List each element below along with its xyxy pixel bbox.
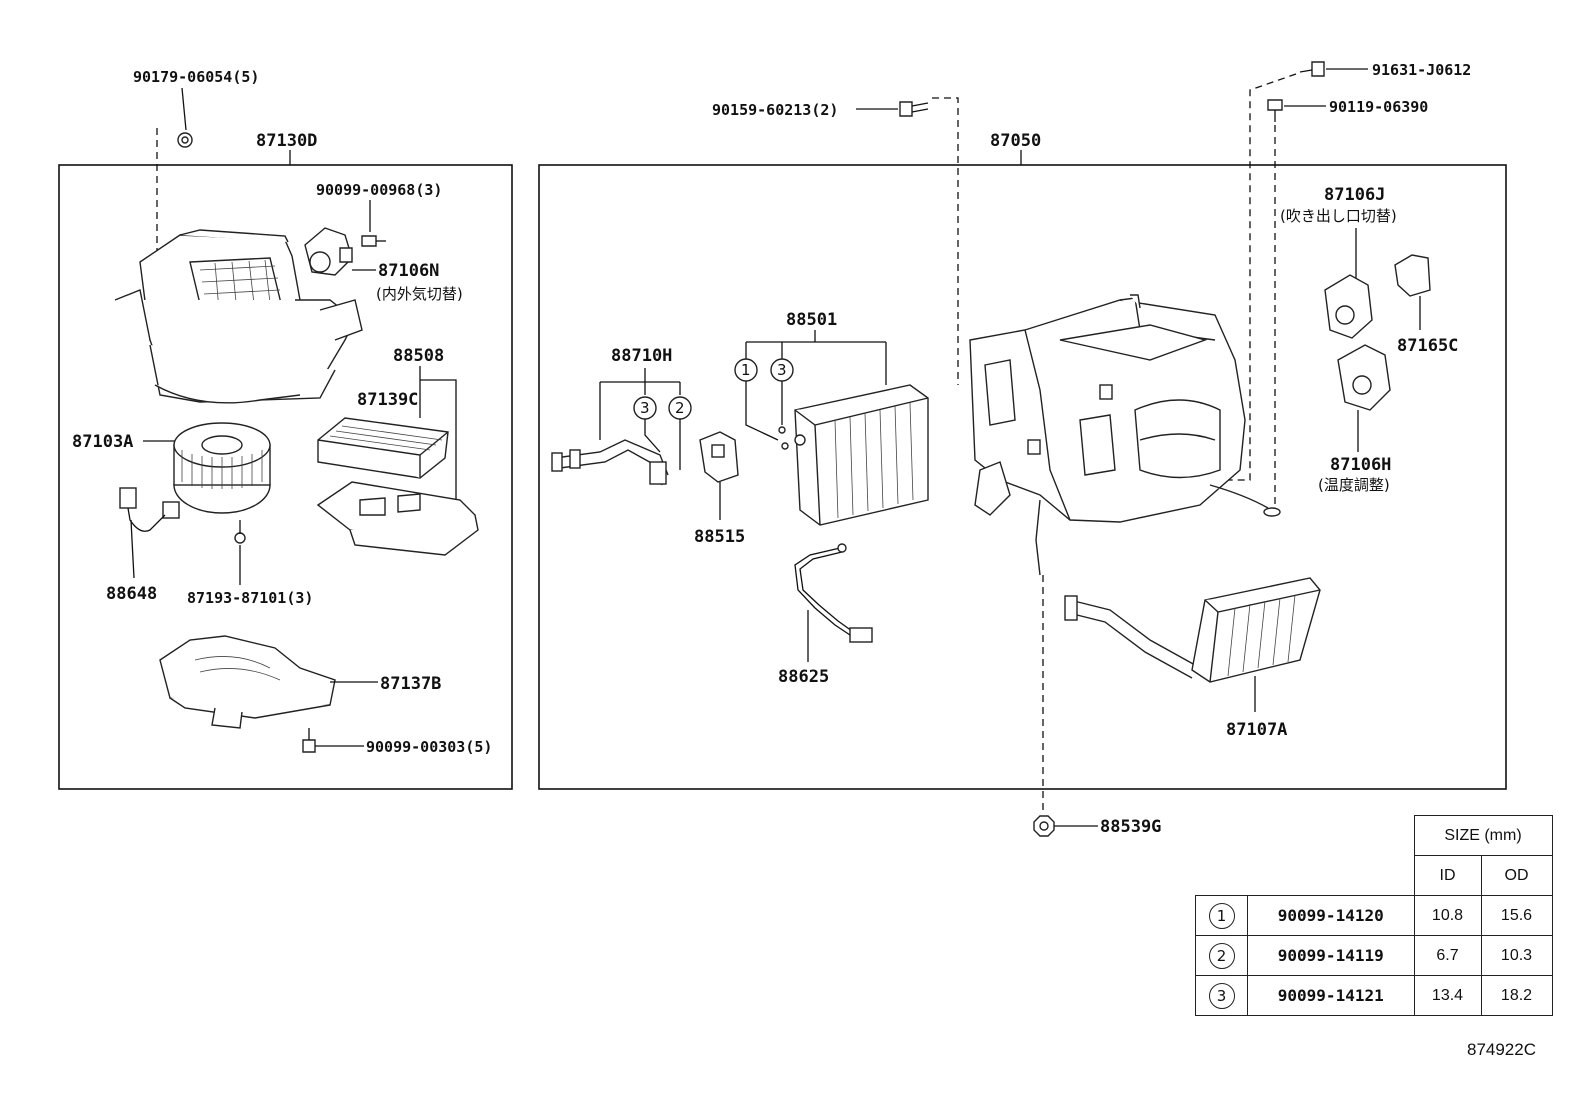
label-90159-60213: 90159-60213(2) [712, 101, 838, 119]
table-cell-od: 18.2 [1480, 975, 1553, 1016]
label-91631-J0612: 91631-J0612 [1372, 61, 1471, 79]
label-87106J: 87106J [1324, 185, 1385, 205]
screw-90159-60213 [899, 101, 929, 117]
svg-text:1: 1 [741, 361, 751, 379]
blower-motor-87103A [173, 422, 271, 514]
circle-ref-3-evaporator: 3 [770, 358, 794, 382]
table-cell-id: 6.7 [1413, 935, 1482, 976]
label-90099-00968: 90099-00968(3) [316, 181, 442, 199]
screw-91631-J0612 [1299, 61, 1325, 77]
air-filter-87139C [317, 417, 449, 479]
label-87106N: 87106N [378, 261, 439, 281]
screw-90099-00303 [302, 728, 316, 753]
label-88508: 88508 [393, 346, 444, 366]
circle-ref-3-table: 3 [1208, 982, 1235, 1009]
servo-motor-87106N [304, 227, 353, 276]
label-90119-06390: 90119-06390 [1329, 98, 1428, 116]
evaporator-88501 [794, 384, 929, 526]
illustration-reference-code: 874922C [1466, 1040, 1536, 1059]
label-87106H: 87106H [1330, 455, 1391, 475]
heater-core-87107A [1064, 577, 1321, 683]
table-cell-od: 15.6 [1480, 895, 1553, 936]
table-row: 2 90099-14119 6.7 10.3 [1195, 935, 1553, 976]
circle-ref-2: 2 [668, 396, 692, 420]
label-88539G: 88539G [1100, 817, 1161, 837]
table-row: 3 90099-14121 13.4 18.2 [1195, 975, 1553, 1016]
label-90099-00303: 90099-00303(5) [366, 738, 492, 756]
table-cell-id: 13.4 [1413, 975, 1482, 1016]
table-cell-part: 90099-14121 [1247, 975, 1415, 1016]
circle-ref-1-table: 1 [1208, 902, 1235, 929]
sensor-87165C [1394, 254, 1431, 330]
o-ring-size-table: SIZE (mm) ID OD 1 90099-14120 10.8 15.6 … [1195, 815, 1553, 1016]
circle-ref-2-table: 2 [1208, 942, 1235, 969]
cooler-tube-88710H [551, 439, 669, 486]
hvac-case-87050 [969, 294, 1269, 576]
label-87165C: 87165C [1397, 336, 1458, 356]
table-cell-part: 90099-14119 [1247, 935, 1415, 976]
label-88501: 88501 [786, 310, 837, 330]
filter-bracket-88508 [316, 481, 479, 556]
label-87139C: 87139C [357, 390, 418, 410]
svg-text:2: 2 [675, 399, 685, 417]
lower-case-87137B [159, 635, 336, 729]
label-87050: 87050 [990, 131, 1041, 151]
label-87107A: 87107A [1226, 720, 1287, 740]
blower-unit-case [114, 229, 363, 404]
expansion-valve-88515 [699, 431, 739, 483]
table-row: 1 90099-14120 10.8 15.6 [1195, 895, 1553, 936]
size-table-col-od: OD [1480, 855, 1553, 896]
screw-87193-87101 [234, 520, 246, 544]
label-87130D: 87130D [256, 131, 317, 151]
label-88515: 88515 [694, 527, 745, 547]
label-88648: 88648 [106, 584, 157, 604]
table-cell-id: 10.8 [1413, 895, 1482, 936]
thermistor-88625 [794, 543, 873, 643]
label-90179-06054: 90179-06054(5) [133, 68, 259, 86]
label-87106J-function: (吹き出し口切替) [1280, 207, 1397, 225]
label-87137B: 87137B [380, 674, 441, 694]
servo-motor-87106H [1337, 344, 1391, 411]
label-87106H-function: (温度調整) [1318, 476, 1390, 494]
label-88625: 88625 [778, 667, 829, 687]
wire-harness-88648 [119, 487, 180, 579]
circle-ref-1: 1 [734, 358, 758, 382]
screw-90099-00968 [361, 235, 386, 247]
table-cell-od: 10.3 [1480, 935, 1553, 976]
clip-90179 [177, 132, 193, 148]
size-table-col-id: ID [1413, 855, 1482, 896]
right-assembly-frame [538, 164, 1507, 790]
label-87103A: 87103A [72, 432, 133, 452]
label-88710H: 88710H [611, 346, 672, 366]
svg-text:3: 3 [640, 399, 650, 417]
servo-motor-87106J [1324, 274, 1373, 339]
screw-90119-06390 [1267, 99, 1283, 122]
left-assembly-frame [58, 164, 513, 790]
label-87193-87101: 87193-87101(3) [187, 589, 313, 607]
label-87106N-function: (内外気切替) [376, 285, 463, 303]
circle-ref-3-tube: 3 [633, 396, 657, 420]
size-table-header: SIZE (mm) [1413, 815, 1553, 856]
grommet-88539G [1033, 815, 1055, 837]
svg-text:3: 3 [777, 361, 787, 379]
table-cell-part: 90099-14120 [1247, 895, 1415, 936]
